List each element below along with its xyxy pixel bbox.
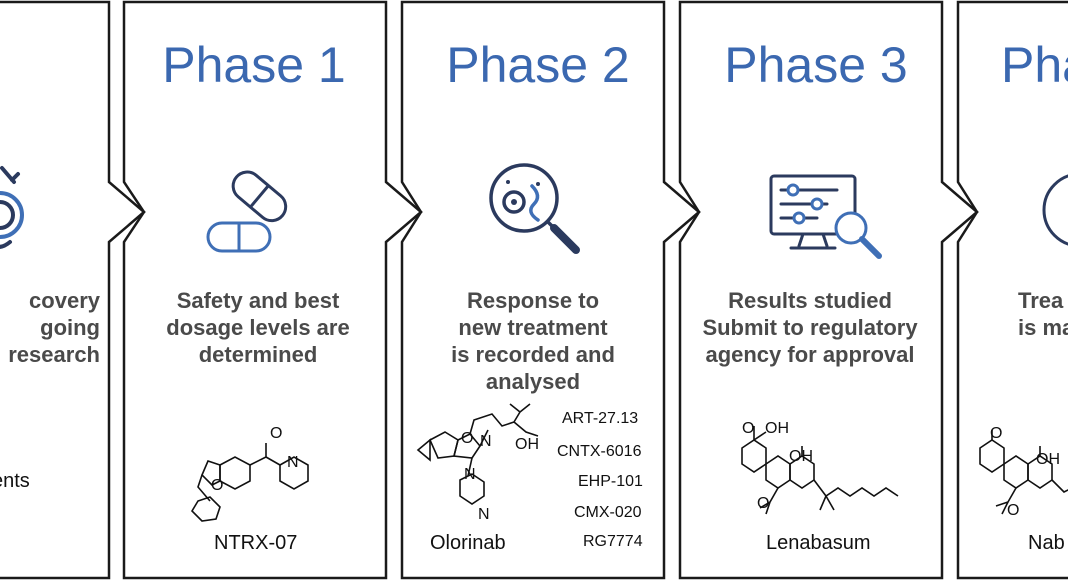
- phase4-compound-label: Nab: [1028, 532, 1065, 554]
- globe-icon: [1042, 174, 1068, 246]
- phase4-description: Trea is ma: [1018, 288, 1068, 340]
- nabilone-oxo: O: [990, 425, 1003, 442]
- panel-outline-phase4: [956, 0, 1068, 580]
- cntx-6016-label: CNTX-6016: [557, 443, 642, 460]
- nabilone-ring-o: O: [1007, 502, 1020, 519]
- phase2-title: Phase 2: [446, 37, 630, 93]
- phase1-title: Phase 1: [162, 37, 346, 93]
- nabilone-structure: [979, 430, 1068, 515]
- olorinab-nh: N: [480, 433, 492, 450]
- phase1-description: Safety and best dosage levels are determ…: [166, 288, 350, 367]
- nabilone-oh: OH: [1036, 451, 1060, 468]
- discovery-compound-label: ents: [0, 470, 30, 492]
- rg7774-label: RG7774: [583, 533, 643, 550]
- panel-outline-phase1: [122, 0, 423, 580]
- olorinab-n-oxide: N: [478, 506, 490, 523]
- capsules-icon: [206, 170, 288, 253]
- discovery-description: covery going research: [8, 288, 100, 367]
- art-27-13-label: ART-27.13: [562, 410, 639, 427]
- magnifier-cells-icon: [489, 163, 580, 254]
- ntrx-07-oxygen: O: [270, 425, 283, 442]
- microscope-icon: [0, 166, 24, 249]
- olorinab-pyrazole-n: N: [464, 466, 476, 483]
- ntrx-07-ring-oxygen: O: [211, 477, 224, 494]
- olorinab-structure: [416, 403, 539, 505]
- lenabasum-label: Lenabasum: [766, 532, 871, 554]
- phase2-description: Response to new treatment is recorded an…: [451, 288, 615, 394]
- cmx-020-label: CMX-020: [574, 504, 642, 521]
- phase4-title: Pha: [1001, 37, 1068, 93]
- olorinab-label: Olorinab: [430, 532, 506, 554]
- lenabasum-ring-oh: OH: [789, 448, 813, 465]
- olorinab-oxygen: O: [461, 430, 474, 447]
- phase3-title: Phase 3: [724, 37, 908, 93]
- phase3-description: Results studied Submit to regulatory age…: [702, 288, 918, 367]
- lenabasum-oh: OH: [765, 420, 789, 437]
- lenabasum-structure: [741, 426, 899, 515]
- lenabasum-ring-o: O: [757, 495, 770, 512]
- monitor-analysis-icon: [769, 174, 882, 259]
- panel-outline-phase3: [678, 0, 979, 580]
- panel-outline-phase2: [400, 0, 701, 580]
- ehp-101-label: EHP-101: [578, 473, 643, 490]
- ntrx-07-label: NTRX-07: [214, 532, 298, 554]
- ntrx-07-structure: [190, 443, 309, 522]
- lenabasum-oxo: O: [742, 420, 755, 437]
- olorinab-oh: OH: [515, 436, 539, 453]
- ntrx-07-nitrogen: N: [287, 454, 299, 471]
